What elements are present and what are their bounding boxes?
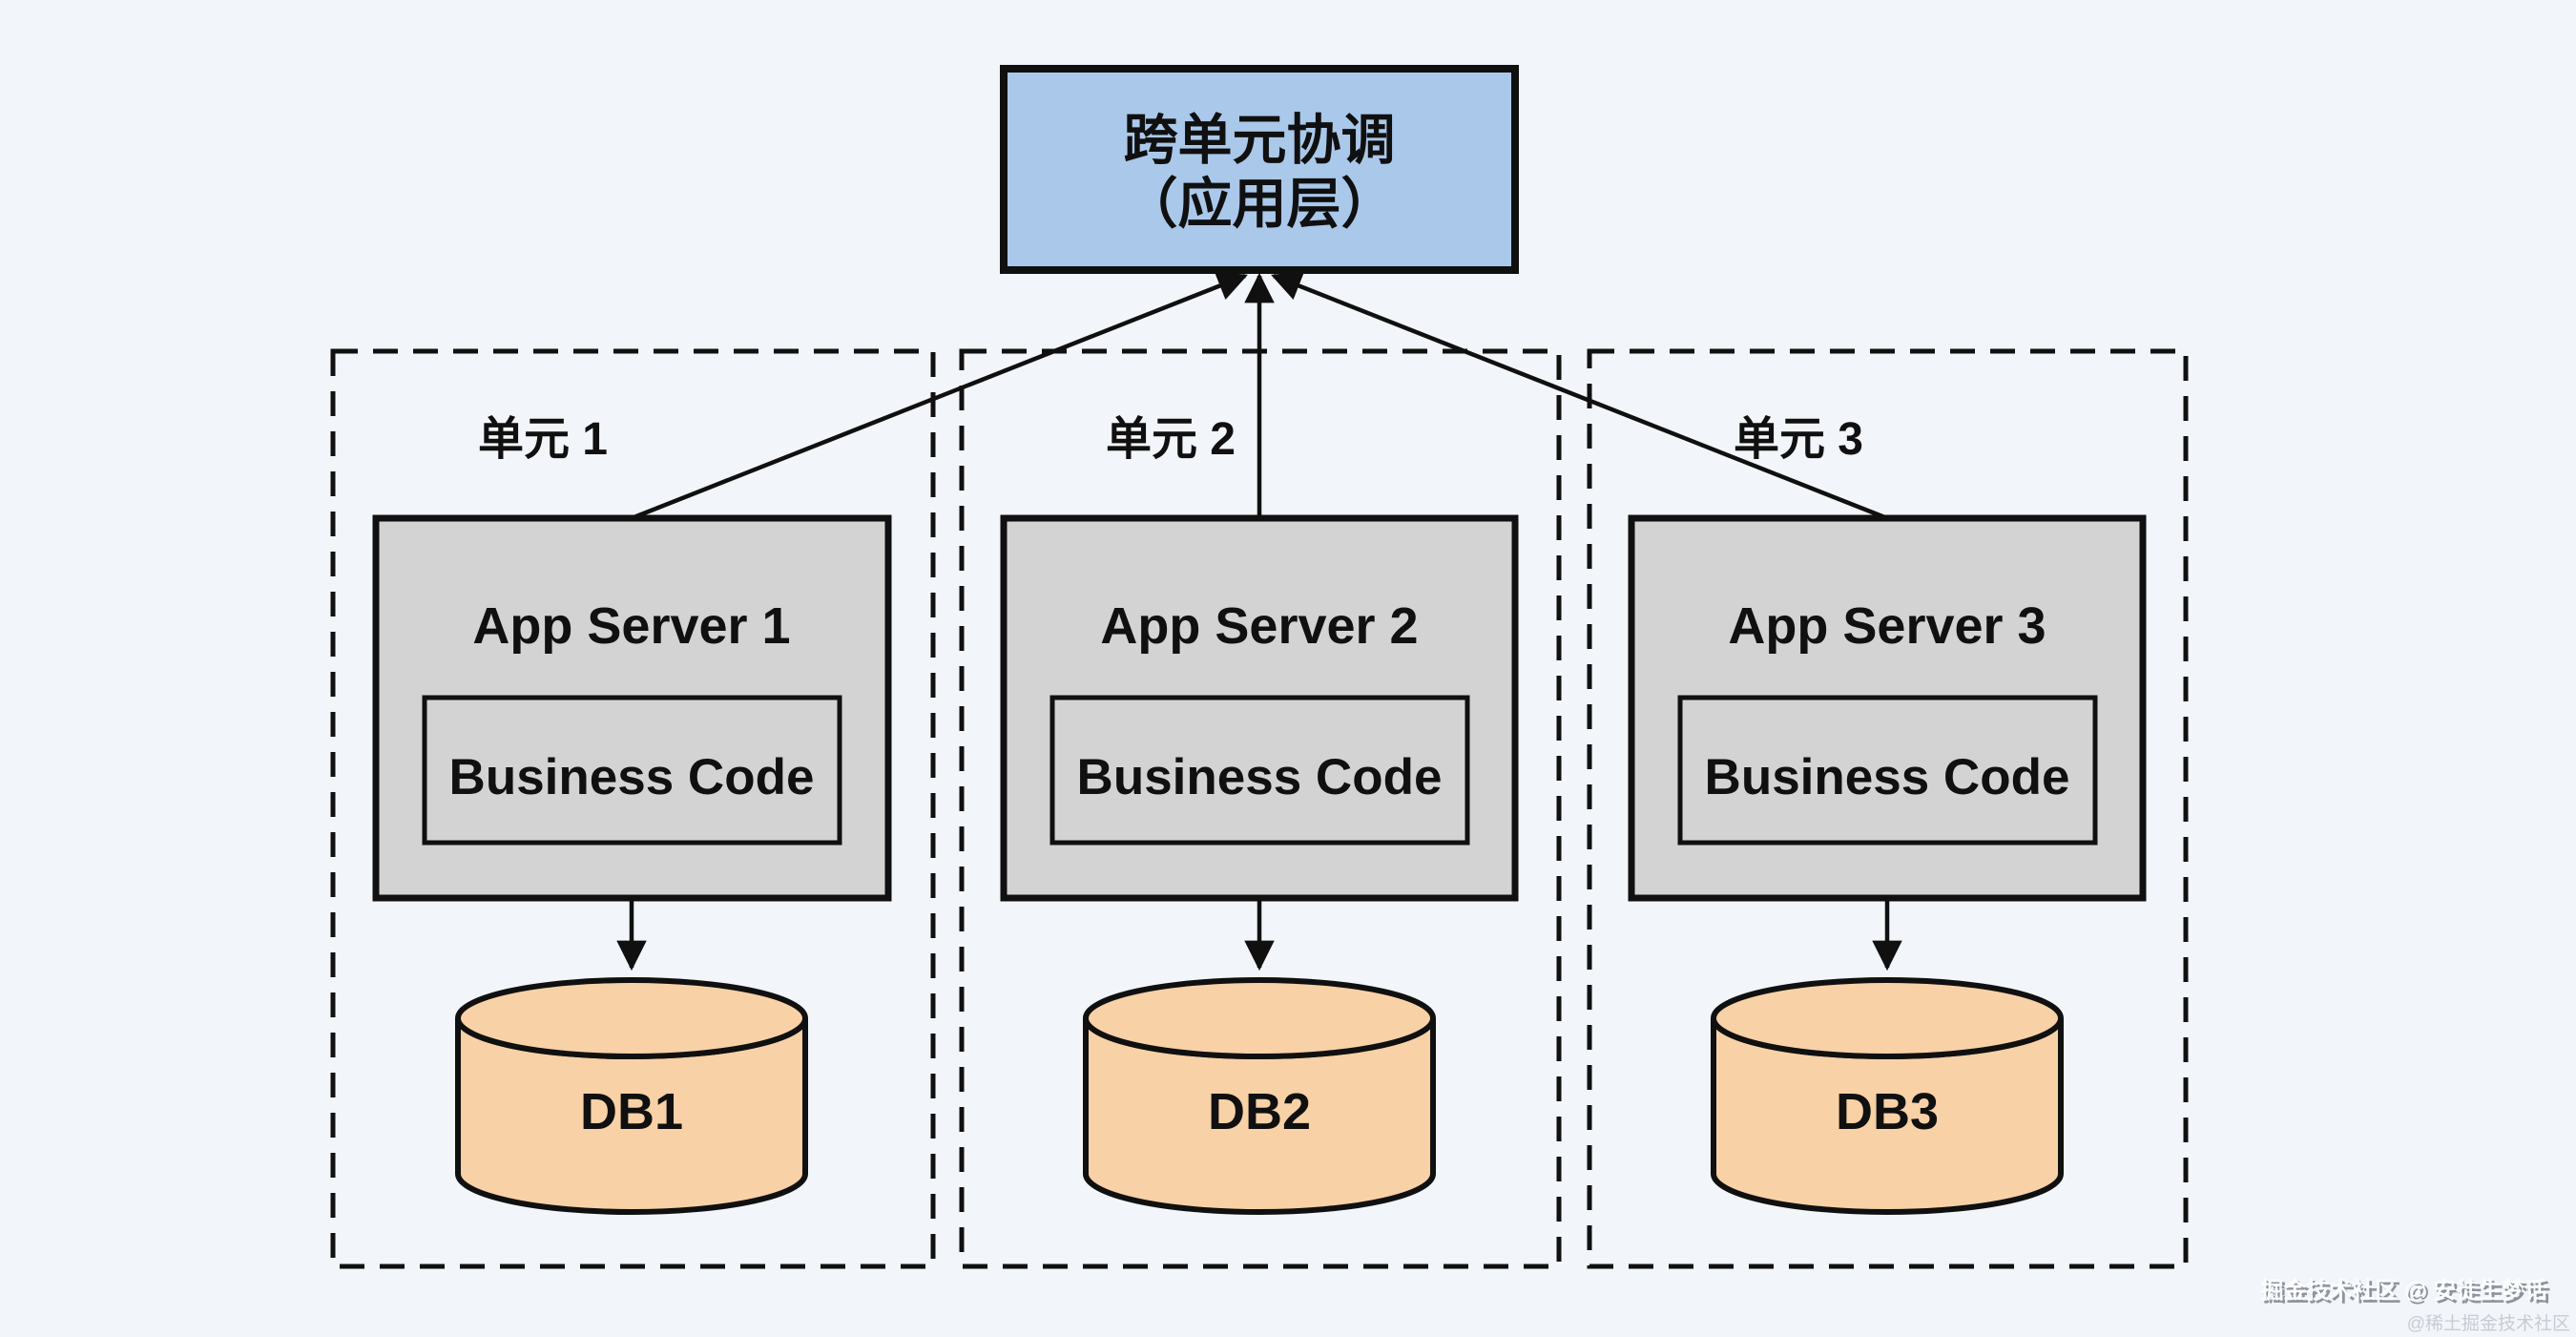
db-1-cylinder: DB1 <box>455 977 808 1215</box>
db-1-cylinder-top <box>455 977 808 1059</box>
business-code-2-label: Business Code <box>1077 749 1443 805</box>
business-code-3-label: Business Code <box>1705 749 2070 805</box>
db-3-label: DB3 <box>1836 1083 1939 1140</box>
app-server-2-label: App Server 2 <box>1100 597 1418 655</box>
app-server-3-box: App Server 3 Business Code <box>1628 514 2147 902</box>
app-server-3-label: App Server 3 <box>1728 597 2046 655</box>
business-code-1-label: Business Code <box>449 749 815 805</box>
watermark-line2: @稀土掘金技术社区 <box>2407 1313 2570 1334</box>
coordinator-title-line2: （应用层） <box>1124 174 1396 235</box>
business-code-1-rect <box>422 695 842 846</box>
arrow-server-1-to-coordinator <box>631 271 1248 521</box>
business-code-2-rect <box>1049 695 1470 846</box>
coordinator-rect <box>1000 65 1519 274</box>
app-server-1-box: App Server 1 Business Code <box>372 514 892 902</box>
db-2-label: DB2 <box>1208 1083 1311 1140</box>
app-server-2-box: App Server 2 Business Code <box>1000 514 1519 902</box>
unit-3-boundary <box>1587 348 2189 1269</box>
unit-1-boundary <box>330 348 936 1269</box>
db-1-label: DB1 <box>580 1083 683 1140</box>
arrow-server-3-to-coordinator <box>1271 271 1888 521</box>
business-code-3-rect <box>1677 695 2098 846</box>
app-server-1-label: App Server 1 <box>472 597 790 655</box>
unit-3-label: 单元 3 <box>1734 414 1863 465</box>
watermark-line1: 掘金技术社区 @ 安徒生梦话 <box>2260 1277 2547 1304</box>
db-3-cylinder: DB3 <box>1711 977 2064 1215</box>
unit-1-label: 单元 1 <box>478 414 608 465</box>
coordinator-box: 跨单元协调 （应用层） <box>1000 65 1519 274</box>
watermark-line1-shadow: 掘金技术社区 @ 安徒生梦话 <box>2263 1280 2550 1306</box>
db-2-cylinder-top <box>1083 977 1436 1059</box>
db-2-cylinder: DB2 <box>1083 977 1436 1215</box>
unit-2-label: 单元 2 <box>1106 414 1236 465</box>
coordinator-title-line1: 跨单元协调 <box>1124 110 1396 171</box>
db-3-cylinder-top <box>1711 977 2064 1059</box>
watermark: 掘金技术社区 @ 安徒生梦话 掘金技术社区 @ 安徒生梦话 @稀土掘金技术社区 <box>2260 1277 2570 1334</box>
